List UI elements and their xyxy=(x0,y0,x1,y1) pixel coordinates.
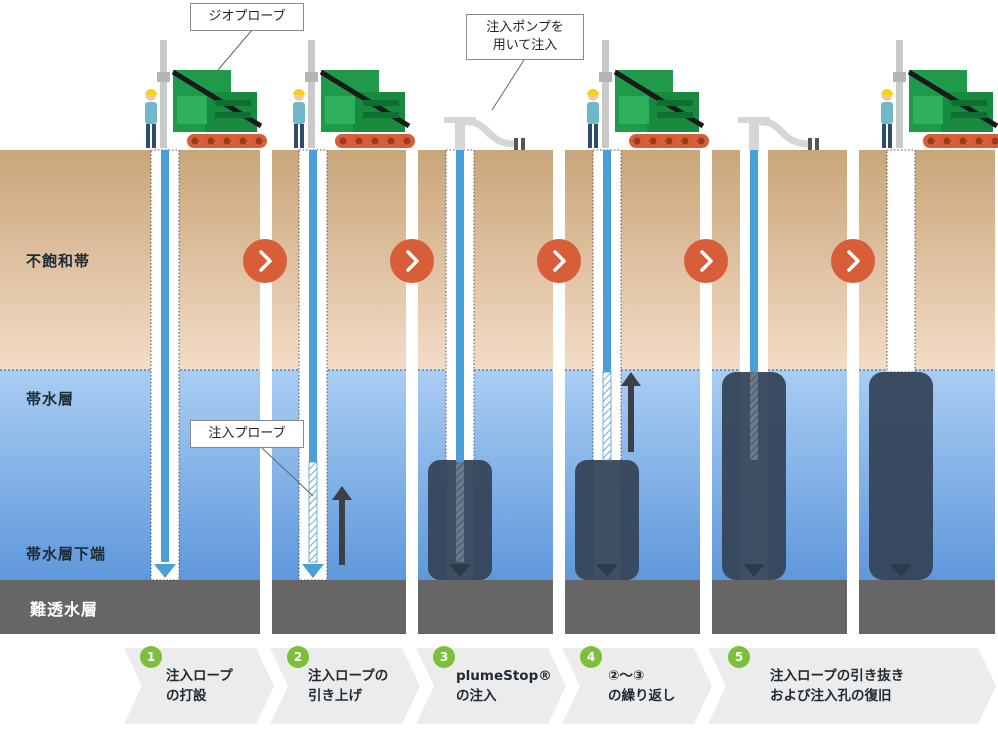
drilling-rig-icon xyxy=(587,40,709,148)
pump-pipe-icon xyxy=(738,118,819,150)
helmet xyxy=(881,89,893,95)
layer-label-unsaturated: 不飽和帯 xyxy=(26,250,90,271)
impermeable-layer xyxy=(418,580,553,634)
layer-label-aquifer-bottom: 帯水層下端 xyxy=(26,543,106,564)
helmet xyxy=(587,89,599,95)
injection-probe xyxy=(456,462,464,562)
impermeable-layer xyxy=(712,580,847,634)
step-label-5: 注入ロープの引き抜き および注入孔の復旧 xyxy=(770,666,904,706)
injection-probe xyxy=(603,372,611,460)
chevron-right-icon xyxy=(243,239,287,283)
step-label-4: ②〜③ の繰り返し xyxy=(608,666,676,706)
unsaturated-zone xyxy=(418,150,553,370)
borehole xyxy=(887,150,915,372)
callout-pump: 注入ポンプを 用いて注入 xyxy=(466,14,584,60)
injection-rod xyxy=(161,150,169,562)
drilling-rig-icon xyxy=(293,40,415,148)
impermeable-layer xyxy=(859,580,995,634)
callout-geoprobe: ジオプローブ xyxy=(190,3,304,31)
step-number-4: 4 xyxy=(580,646,602,668)
step-number-2: 2 xyxy=(287,646,309,668)
chevron-right-icon xyxy=(390,239,434,283)
layer-label-impermeable: 難透水層 xyxy=(30,596,98,620)
plumestop-plume xyxy=(575,460,639,580)
layer-label-aquifer: 帯水層 xyxy=(26,388,74,409)
drilling-rig-icon xyxy=(145,40,267,148)
unsaturated-zone xyxy=(712,150,847,370)
chevron-right-icon xyxy=(684,239,728,283)
injection-probe xyxy=(309,462,317,562)
helmet xyxy=(293,89,305,95)
geoprobe-leader xyxy=(218,30,252,70)
plumestop-plume xyxy=(869,372,933,580)
unsaturated-zone xyxy=(272,150,406,370)
injection-rod xyxy=(750,150,758,372)
step-label-3: plumeStop® の注入 xyxy=(456,666,552,706)
step-number-5: 5 xyxy=(728,646,750,668)
drilling-rig-icon xyxy=(881,40,998,148)
injection-rod xyxy=(456,150,464,462)
helmet xyxy=(145,89,157,95)
impermeable-layer xyxy=(565,580,700,634)
injection-probe xyxy=(750,372,758,460)
unsaturated-zone xyxy=(859,150,995,370)
step-number-1: 1 xyxy=(140,646,162,668)
injection-rod xyxy=(309,150,317,462)
callout-injection-probe: 注入プローブ xyxy=(190,420,304,448)
unsaturated-zone xyxy=(565,150,700,370)
pump-pipe-icon xyxy=(444,118,525,150)
step-label-1: 注入ロープ の打設 xyxy=(166,666,233,706)
injection-rod xyxy=(603,150,611,372)
chevron-right-icon xyxy=(537,239,581,283)
step-label-2: 注入ロープの 引き上げ xyxy=(308,666,388,706)
pump-leader xyxy=(492,60,524,110)
impermeable-layer xyxy=(272,580,406,634)
chevron-right-icon xyxy=(831,239,875,283)
step-number-3: 3 xyxy=(433,646,455,668)
